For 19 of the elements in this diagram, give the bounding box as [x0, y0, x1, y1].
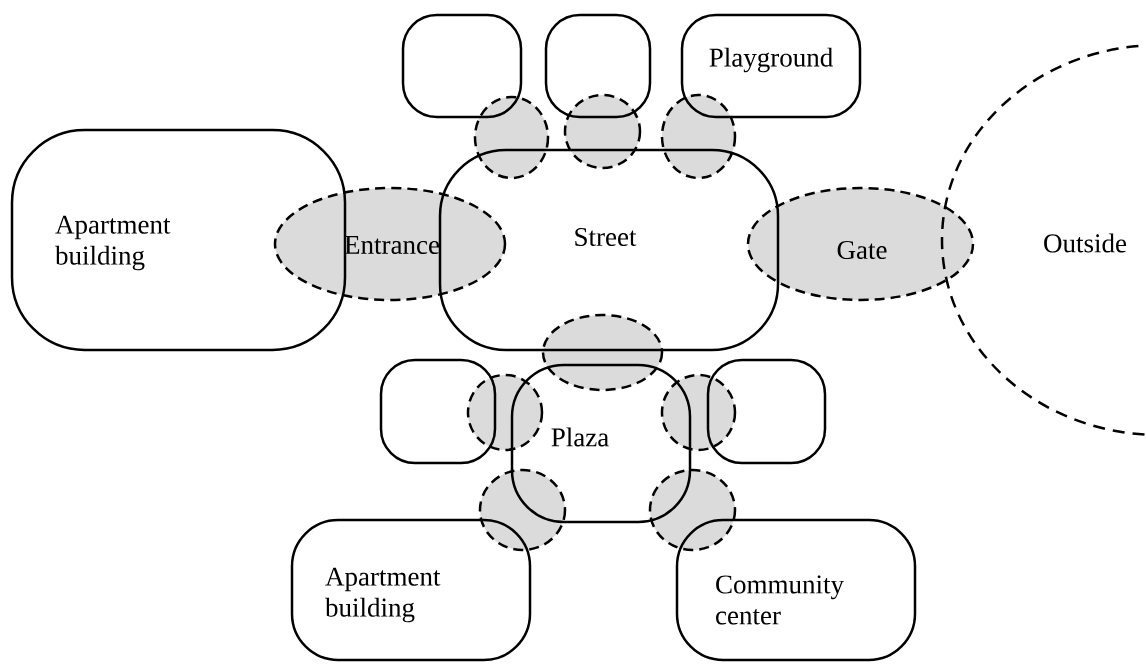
- space-box: [706, 358, 827, 465]
- transition-ellipse: [660, 93, 737, 180]
- space-box: Street: [438, 148, 780, 352]
- transition-ellipse: [478, 468, 567, 552]
- transition-ellipse: [473, 95, 550, 180]
- transition-ellipse: [648, 468, 737, 552]
- transition-ellipse: [541, 313, 664, 392]
- space-box: Apartment building: [10, 128, 347, 352]
- transition-ellipse: [466, 373, 544, 452]
- space-box: [379, 358, 497, 465]
- outside-region: Outside: [940, 43, 1146, 437]
- space-box: [401, 13, 523, 119]
- transition-ellipse: [660, 373, 737, 452]
- space-box: Playground: [680, 13, 862, 119]
- space-box: Plaza: [510, 363, 692, 524]
- space-box: [544, 13, 652, 119]
- space-box: Apartment building: [290, 518, 532, 662]
- space-box: Community center: [675, 518, 917, 662]
- transition-ellipse: [563, 93, 642, 170]
